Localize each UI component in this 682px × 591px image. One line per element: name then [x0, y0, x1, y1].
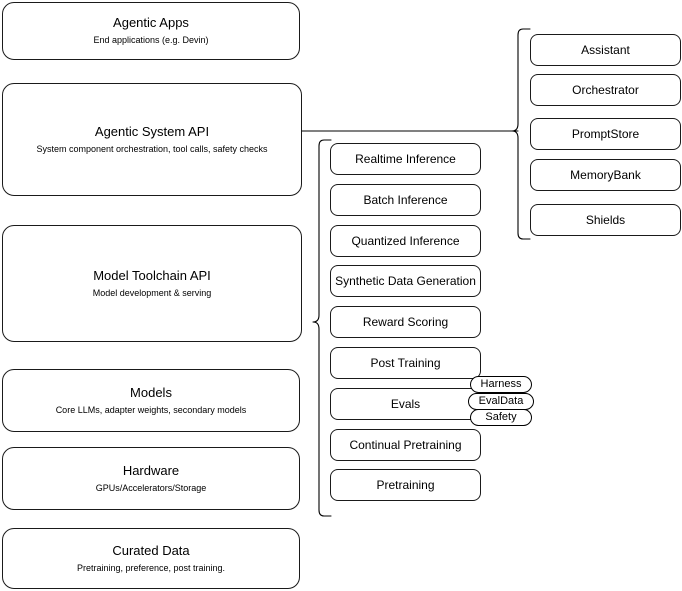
evals-badge-label: Harness — [480, 378, 522, 390]
capability-evals[interactable]: Evals — [330, 388, 481, 420]
stack-layer-agentic-apps[interactable]: Agentic Apps End applications (e.g. Devi… — [2, 2, 300, 60]
stack-layer-subtitle: GPUs/Accelerators/Storage — [95, 482, 207, 493]
component-label: MemoryBank — [570, 167, 641, 182]
stack-layer-models[interactable]: Models Core LLMs, adapter weights, secon… — [2, 369, 300, 432]
brace-agentic-components — [511, 28, 531, 240]
component-orchestrator[interactable]: Orchestrator — [530, 74, 681, 106]
capability-label: Continual Pretraining — [349, 437, 462, 452]
stack-layer-curated-data[interactable]: Curated Data Pretraining, preference, po… — [2, 528, 300, 589]
stack-layer-title: Agentic Apps — [113, 15, 189, 30]
capability-label: Batch Inference — [363, 192, 448, 207]
brace-toolchain-capabilities — [312, 139, 332, 517]
capability-reward-scoring[interactable]: Reward Scoring — [330, 306, 481, 338]
component-promptstore[interactable]: PromptStore — [530, 118, 681, 150]
stack-layer-subtitle: Model development & serving — [92, 287, 212, 298]
component-memorybank[interactable]: MemoryBank — [530, 159, 681, 191]
evals-badge-label: Safety — [485, 411, 517, 423]
capability-label: Evals — [390, 396, 421, 411]
stack-layer-title: Agentic System API — [94, 123, 210, 139]
stack-layer-subtitle: System component orchestration, tool cal… — [36, 143, 268, 154]
capability-label: Reward Scoring — [362, 314, 449, 329]
capability-label: Quantized Inference — [351, 233, 460, 248]
evals-badge-safety[interactable]: Safety — [470, 409, 532, 426]
capability-quantized-inference[interactable]: Quantized Inference — [330, 225, 481, 257]
capability-post-training[interactable]: Post Training — [330, 347, 481, 379]
stack-layer-title: Models — [130, 384, 172, 400]
stack-layer-subtitle: End applications (e.g. Devin) — [93, 35, 209, 45]
component-label: Shields — [585, 212, 626, 227]
capability-label: Post Training — [370, 355, 441, 370]
component-label: PromptStore — [571, 126, 640, 141]
capability-batch-inference[interactable]: Batch Inference — [330, 184, 481, 216]
stack-layer-model-toolchain-api[interactable]: Model Toolchain API Model development & … — [2, 225, 302, 342]
stack-layer-subtitle: Pretraining, preference, post training. — [76, 562, 226, 573]
stack-layer-title: Hardware — [122, 462, 180, 478]
component-assistant[interactable]: Assistant — [530, 34, 681, 66]
capability-realtime-inference[interactable]: Realtime Inference — [330, 143, 481, 175]
capability-continual-pretraining[interactable]: Continual Pretraining — [330, 429, 481, 461]
capability-pretraining[interactable]: Pretraining — [330, 469, 481, 501]
component-shields[interactable]: Shields — [530, 204, 681, 236]
stack-layer-hardware[interactable]: Hardware GPUs/Accelerators/Storage — [2, 447, 300, 510]
capability-synthetic-data-generation[interactable]: Synthetic Data Generation — [330, 265, 481, 297]
capability-label: Realtime Inference — [355, 151, 456, 166]
stack-layer-agentic-system-api[interactable]: Agentic System API System component orch… — [2, 83, 302, 196]
component-label: Assistant — [581, 42, 630, 57]
evals-badge-label: EvalData — [478, 395, 524, 407]
stack-layer-title: Curated Data — [112, 542, 190, 558]
capability-label: Synthetic Data Generation — [335, 273, 476, 288]
evals-badge-harness[interactable]: Harness — [470, 376, 532, 393]
capability-label: Pretraining — [376, 477, 435, 492]
evals-badge-evaldata[interactable]: EvalData — [468, 393, 534, 410]
stack-layer-title: Model Toolchain API — [93, 267, 211, 283]
stack-layer-subtitle: Core LLMs, adapter weights, secondary mo… — [55, 404, 247, 415]
component-label: Orchestrator — [572, 82, 639, 97]
